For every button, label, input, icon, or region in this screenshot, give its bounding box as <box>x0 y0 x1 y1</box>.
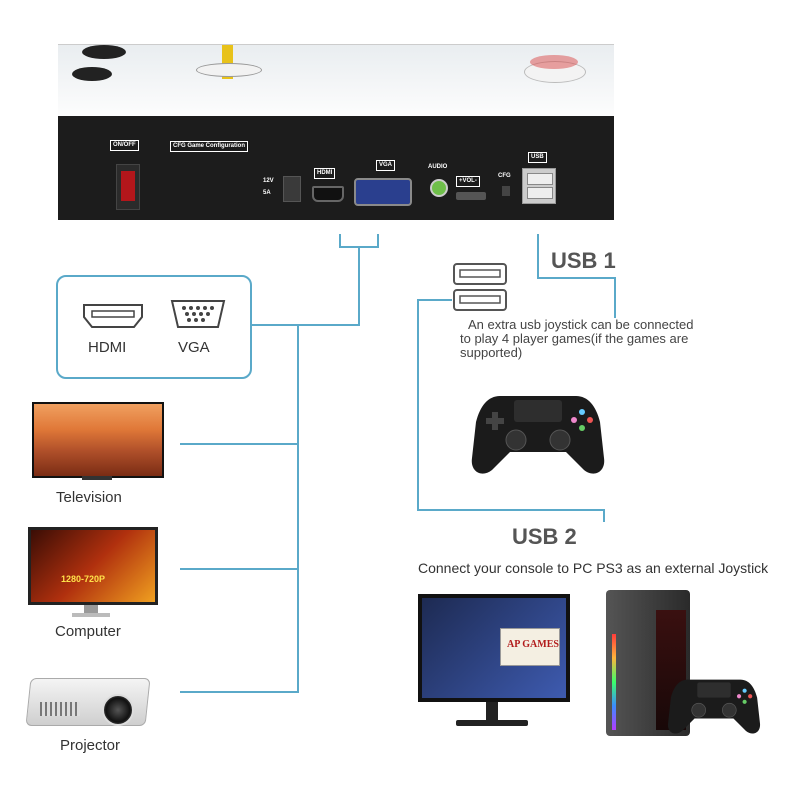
panel-audio-label: AUDIO <box>428 164 448 170</box>
usb1-description-line1: An extra usb joystick can be connected <box>468 317 694 332</box>
on-off-label: ON/OFF <box>110 140 139 151</box>
projector-label: Projector <box>60 737 121 754</box>
panel-hdmi-label: HDMI <box>314 168 336 179</box>
panel-usb-label: USB <box>528 152 547 163</box>
usb1-description: An extra usb joystick can be connected t… <box>460 318 780 360</box>
computer-base <box>72 613 110 617</box>
monitor-illustration: AP GAMES <box>418 594 570 730</box>
monitor-stand <box>486 702 498 720</box>
panel-cfg-label: CFG <box>498 173 511 179</box>
vga-icon <box>170 300 226 328</box>
audio-jack[interactable] <box>430 179 448 197</box>
hdmi-label: HDMI <box>88 339 127 356</box>
projector-lens <box>102 694 134 726</box>
power-switch[interactable] <box>116 164 140 210</box>
power-switch-rocker <box>121 171 135 201</box>
projector-vent <box>40 702 80 716</box>
power-spec-1: 12V <box>263 178 274 184</box>
monitor-base <box>456 720 528 726</box>
cfg-button[interactable] <box>502 186 510 196</box>
console-top <box>58 44 614 117</box>
button-left-2 <box>72 67 112 81</box>
monitor-screen-panel: AP GAMES <box>500 628 560 666</box>
television-stand <box>82 476 112 480</box>
computer-screen: 1280-720P <box>28 527 158 605</box>
panel-vga-label: VGA <box>376 160 396 171</box>
rear-panel: ON/OFF CFG Game Configuration 12V 5A HDM… <box>58 116 614 220</box>
joystick-stick <box>222 45 233 79</box>
cfg-title: CFG Game Configuration <box>170 141 248 152</box>
television-screen <box>32 402 164 478</box>
usb1-description-line3: supported) <box>460 345 523 360</box>
projector-illustration <box>25 668 152 734</box>
video-output-box: HDMI VGA <box>56 275 252 379</box>
vga-port[interactable] <box>354 178 412 206</box>
button-left-1 <box>82 45 126 59</box>
hdmi-port[interactable] <box>312 186 344 202</box>
usb-ports-icon <box>453 263 507 311</box>
gamepad-2-icon <box>667 679 761 734</box>
dc-power-jack[interactable] <box>283 176 301 202</box>
usb2-title: USB 2 <box>512 524 577 549</box>
vga-label: VGA <box>178 339 210 356</box>
power-spec-2: 5A <box>263 190 271 196</box>
monitor-screen: AP GAMES <box>418 594 570 702</box>
computer-illustration: 1280-720P <box>28 527 158 619</box>
television-illustration <box>32 402 164 484</box>
usb2-description: Connect your console to PC PS3 as an ext… <box>418 560 769 576</box>
joystick-base <box>196 63 262 77</box>
television-label: Television <box>56 489 122 506</box>
button-right-2 <box>530 55 578 69</box>
volume-knob[interactable] <box>456 192 486 200</box>
usb1-title: USB 1 <box>551 248 616 273</box>
hdmi-icon <box>83 304 143 328</box>
monitor-screen-logo: AP GAMES <box>507 639 559 650</box>
usb-ports[interactable] <box>522 168 556 204</box>
gamepad-icon <box>471 396 605 474</box>
computer-screen-logo: 1280-720P <box>61 574 106 584</box>
usb1-description-line2: to play 4 player games(if the games are <box>460 331 689 346</box>
pc-tower-rgb-strip <box>612 634 616 730</box>
computer-label: Computer <box>55 623 121 640</box>
computer-stand <box>84 605 98 613</box>
panel-vol-label: +VOL- <box>456 176 480 187</box>
